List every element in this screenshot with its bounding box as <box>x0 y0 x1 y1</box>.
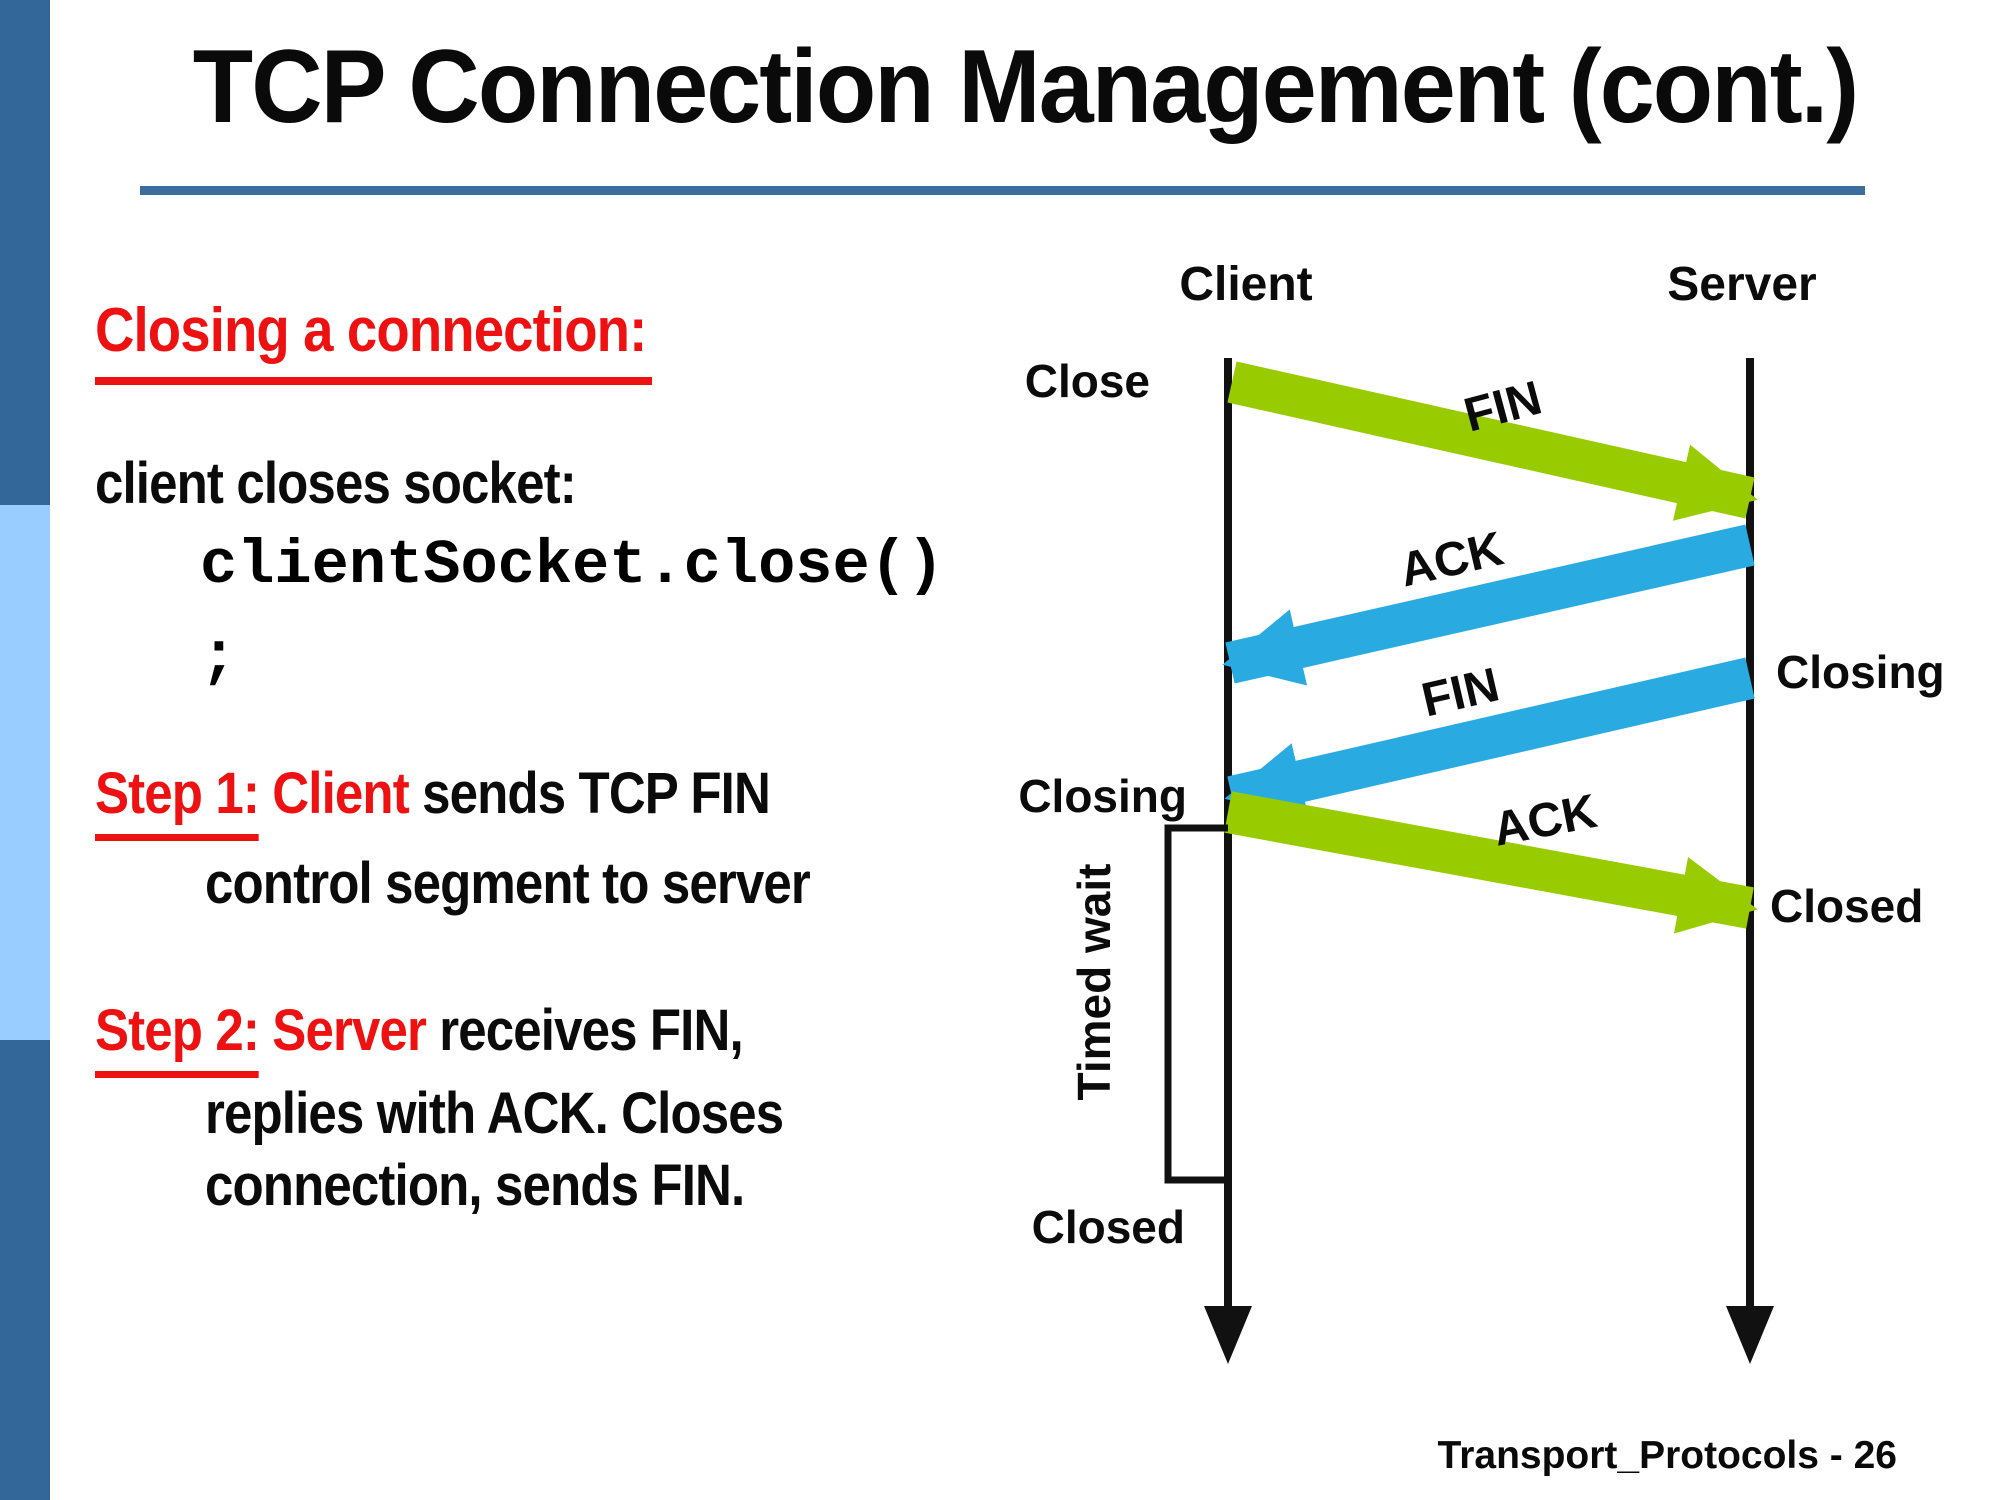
step2-label: Step 2: <box>95 998 260 1078</box>
step2-line3: connection, sends FIN. <box>205 1153 745 1218</box>
timed-wait-bracket <box>1164 824 1228 1184</box>
server-closed-label: Closed <box>1770 880 1923 932</box>
sidebar-accent-top <box>0 0 50 505</box>
ack-arrow-client-to-server <box>1224 791 1758 934</box>
sequence-diagram: Client Server Close Closing Closed Closi… <box>1018 258 1945 1364</box>
server-closing-label: Closing <box>1776 646 1945 698</box>
fin-arrow-client-to-server <box>1227 361 1758 521</box>
slide-footer: Transport_Protocols - 26 <box>1437 1434 1897 1477</box>
step2-line1: Step 2: Server receives FIN, <box>95 997 831 1078</box>
client-closed-label: Closed <box>1032 1201 1185 1253</box>
fin-arrow-server-to-client <box>1224 657 1755 820</box>
code-line-1: clientSocket.close() <box>200 530 945 601</box>
ack-arrow-server-to-client <box>1222 524 1755 686</box>
client-close-label: Close <box>1025 355 1150 407</box>
section-heading-text: Closing a connection: <box>95 296 652 385</box>
code-line-2: ; <box>200 622 238 693</box>
timed-wait-label: Timed wait <box>1068 864 1120 1101</box>
server-timeline-arrow-icon <box>1726 1306 1774 1364</box>
title-rule <box>140 186 1865 195</box>
client-timeline-arrow-icon <box>1204 1306 1252 1364</box>
step1-label: Step 1: <box>95 761 260 841</box>
sidebar-accent-middle <box>0 505 50 1040</box>
client-closing-label: Closing <box>1018 770 1187 822</box>
ack2-arrow-label: ACK <box>1489 785 1602 857</box>
step1-text: sends TCP FIN <box>408 761 771 826</box>
step1-actor: Client <box>259 761 409 826</box>
intro-line: client closes socket: <box>95 451 577 516</box>
step2-line2: replies with ACK. Closes <box>205 1081 784 1146</box>
step2-text: receives FIN, <box>425 998 743 1063</box>
section-heading: Closing a connection: <box>95 295 728 385</box>
sidebar-accent-bottom <box>0 1040 50 1500</box>
server-header-label: Server <box>1667 258 1816 311</box>
slide-title: TCP Connection Management (cont.) <box>192 29 1859 145</box>
step1-line1: Step 1: Client sends TCP FIN <box>95 760 862 841</box>
client-header-label: Client <box>1179 258 1312 311</box>
step1-line2: control segment to server <box>205 851 811 916</box>
step2-actor: Server <box>259 998 427 1063</box>
